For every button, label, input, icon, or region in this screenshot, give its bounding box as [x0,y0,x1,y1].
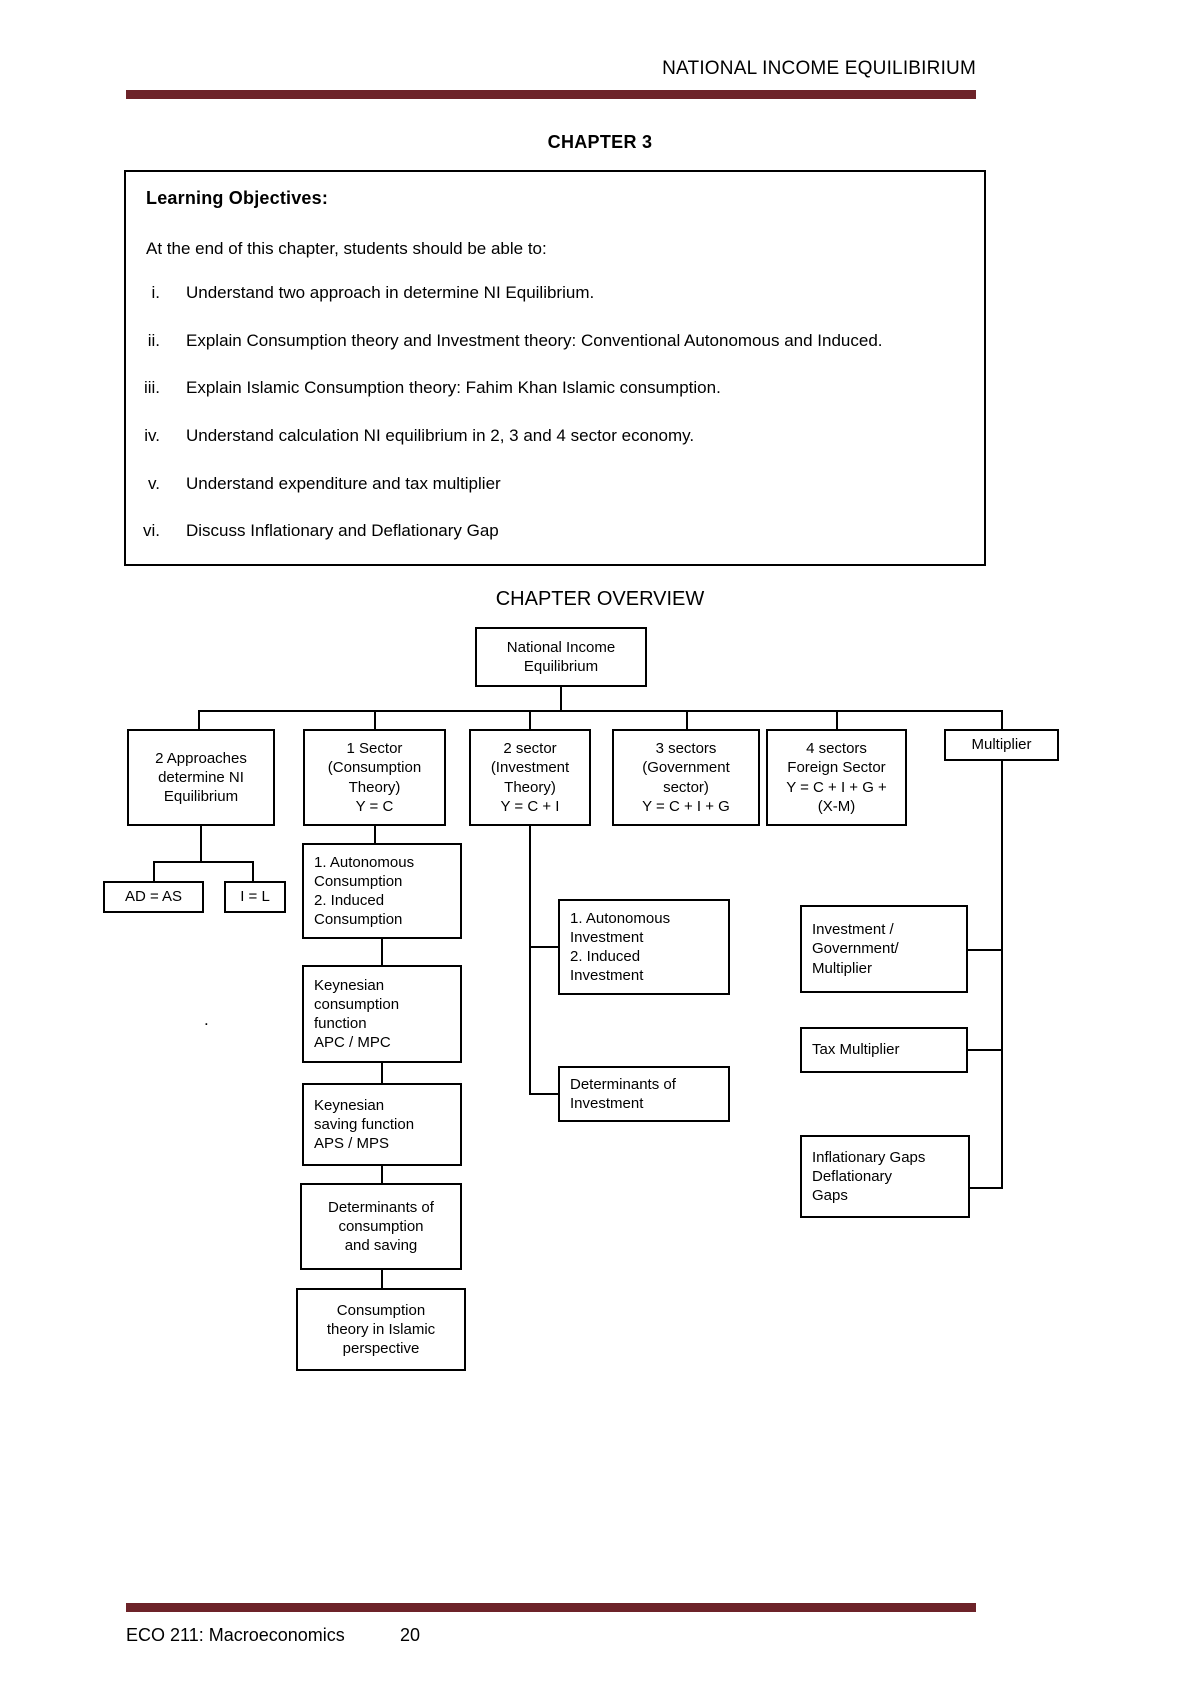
flow-node-label: 4 sectors Foreign Sector Y = C + I + G +… [786,740,887,815]
header-rule [126,90,976,99]
list-item: iv. Understand calculation NI equilibriu… [138,424,968,449]
running-header: NATIONAL INCOME EQUILIBIRIUM [662,58,976,79]
flow-node-investment-government-multiplier: Investment / Government/ Multiplier [800,905,968,993]
flow-node-sector3: 3 sectors (Government sector) Y = C + I … [612,729,760,826]
connector-drop-sector3 [686,710,688,729]
flow-node-label: 2 sector (Investment Theory) Y = C + I [490,740,570,815]
chapter-overview-title: CHAPTER OVERVIEW [495,588,705,610]
list-item: i. Understand two approach in determine … [138,281,968,306]
footer-course: ECO 211: Macroeconomics [126,1625,345,1645]
flow-node-determinants-consumption-saving: Determinants of consumption and saving [300,1183,462,1270]
list-item-number: v. [148,473,160,493]
flow-node-label: 1 Sector (Consumption Theory) Y = C [327,740,422,815]
list-item-text: Understand expenditure and tax multiplie… [186,473,501,493]
connector-investment-branch-1 [529,946,559,948]
connector-multiplier-branch-3 [968,1187,1003,1189]
flow-node-label: Keynesian saving function APS / MPS [314,1096,415,1153]
connector-consumption-3-4 [381,1166,383,1183]
flow-node-label: Determinants of Investment [570,1075,676,1112]
flow-node-label: I = L [240,888,270,906]
flow-node-multiplier: Multiplier [944,729,1059,761]
connector-investment-branch-2 [529,1093,559,1095]
flow-node-autonomous-investment: 1. Autonomous Investment 2. Induced Inve… [558,899,730,995]
list-item-number: iv. [144,425,160,445]
connector-drop-adas [153,861,155,881]
learning-objectives-box: Learning Objectives: At the end of this … [124,170,986,566]
connector-approaches-stem [200,826,202,861]
list-item-number: vi. [143,521,160,541]
list-item-number: iii. [143,378,160,398]
list-item: ii. Explain Consumption theory and Inves… [138,329,968,354]
list-item: vi. Discuss Inflationary and Deflationar… [138,519,968,544]
footer-rule [126,1603,976,1612]
connector-drop-approaches [198,710,200,729]
connector-multiplier-stem [1001,761,1003,1189]
list-item-text: Understand two approach in determine NI … [186,283,595,302]
chapter-title: CHAPTER 3 [547,132,653,152]
flow-node-approaches: 2 Approaches determine NI Equilibrium [127,729,275,826]
flow-node-keynesian-saving-function: Keynesian saving function APS / MPS [302,1083,462,1166]
flow-node-label: 1. Autonomous Consumption 2. Induced Con… [314,853,415,929]
flow-node-tax-multiplier: Tax Multiplier [800,1027,968,1073]
connector-drop-multiplier [1001,710,1003,729]
flow-node-label: Tax Multiplier [812,1041,900,1059]
connector-multiplier-branch-1 [968,949,1003,951]
learning-objectives-intro: At the end of this chapter, students sho… [146,239,547,258]
flow-node-determinants-investment: Determinants of Investment [558,1066,730,1122]
list-item-number: i. [151,283,161,302]
connector-multiplier-branch-2 [968,1049,1003,1051]
connector-drop-il [252,861,254,881]
connector-drop-sector2 [529,710,531,729]
connector-root-stem [560,687,562,710]
connector-consumption-1-2 [381,939,383,965]
connector-consumption-4-5 [381,1270,383,1288]
connector-investment-riser [529,946,531,1095]
list-item: iii. Explain Islamic Consumption theory:… [138,376,968,401]
stray-mark: . [204,1010,209,1029]
footer-page-number: 20 [400,1625,421,1645]
flow-node-sector4: 4 sectors Foreign Sector Y = C + I + G +… [766,729,907,826]
flow-node-autonomous-consumption: 1. Autonomous Consumption 2. Induced Con… [302,843,462,939]
connector-sector1-stem [374,826,376,843]
list-item-text: Explain Consumption theory and Investmen… [186,330,883,350]
learning-objectives-heading: Learning Objectives: [146,188,329,208]
flow-node-inflationary-deflationary-gaps: Inflationary Gaps Deflationary Gaps [800,1135,970,1218]
flow-node-islamic-consumption-theory: Consumption theory in Islamic perspectiv… [296,1288,466,1371]
connector-sector2-stem [529,826,531,946]
flow-node-label: Investment / Government/ Multiplier [812,921,899,977]
flow-node-label: Inflationary Gaps Deflationary Gaps [812,1148,926,1205]
flow-node-ad-as: AD = AS [103,881,204,913]
flow-node-label: 2 Approaches determine NI Equilibrium [155,749,247,806]
list-item-text: Discuss Inflationary and Deflationary Ga… [186,521,499,541]
connector-consumption-2-3 [381,1063,383,1083]
list-item-number: ii. [147,330,160,350]
connector-drop-sector1 [374,710,376,729]
learning-objectives-list: i. Understand two approach in determine … [138,281,968,544]
flow-node-sector2: 2 sector (Investment Theory) Y = C + I [469,729,591,826]
list-item-text: Understand calculation NI equilibrium in… [186,425,695,445]
flow-node-label: Multiplier [971,736,1032,754]
flow-node-label: 1. Autonomous Investment 2. Induced Inve… [570,909,671,985]
connector-approaches-bus [153,861,254,863]
connector-level1-bus [198,710,1003,712]
flow-node-root: National Income Equilibrium [475,627,647,687]
flow-node-label: Keynesian consumption function APC / MPC [314,976,400,1052]
list-item: v. Understand expenditure and tax multip… [138,472,968,497]
flow-node-i-l: I = L [224,881,286,913]
flow-node-label: National Income Equilibrium [506,638,616,675]
flow-node-label: Consumption theory in Islamic perspectiv… [326,1301,436,1358]
flow-node-label: AD = AS [124,888,183,906]
connector-drop-sector4 [836,710,838,729]
flow-node-label: 3 sectors (Government sector) Y = C + I … [642,740,730,815]
flow-node-sector1: 1 Sector (Consumption Theory) Y = C [303,729,446,826]
list-item-text: Explain Islamic Consumption theory: Fahi… [186,378,721,398]
flow-node-label: Determinants of consumption and saving [328,1198,434,1255]
flow-node-keynesian-consumption-function: Keynesian consumption function APC / MPC [302,965,462,1063]
